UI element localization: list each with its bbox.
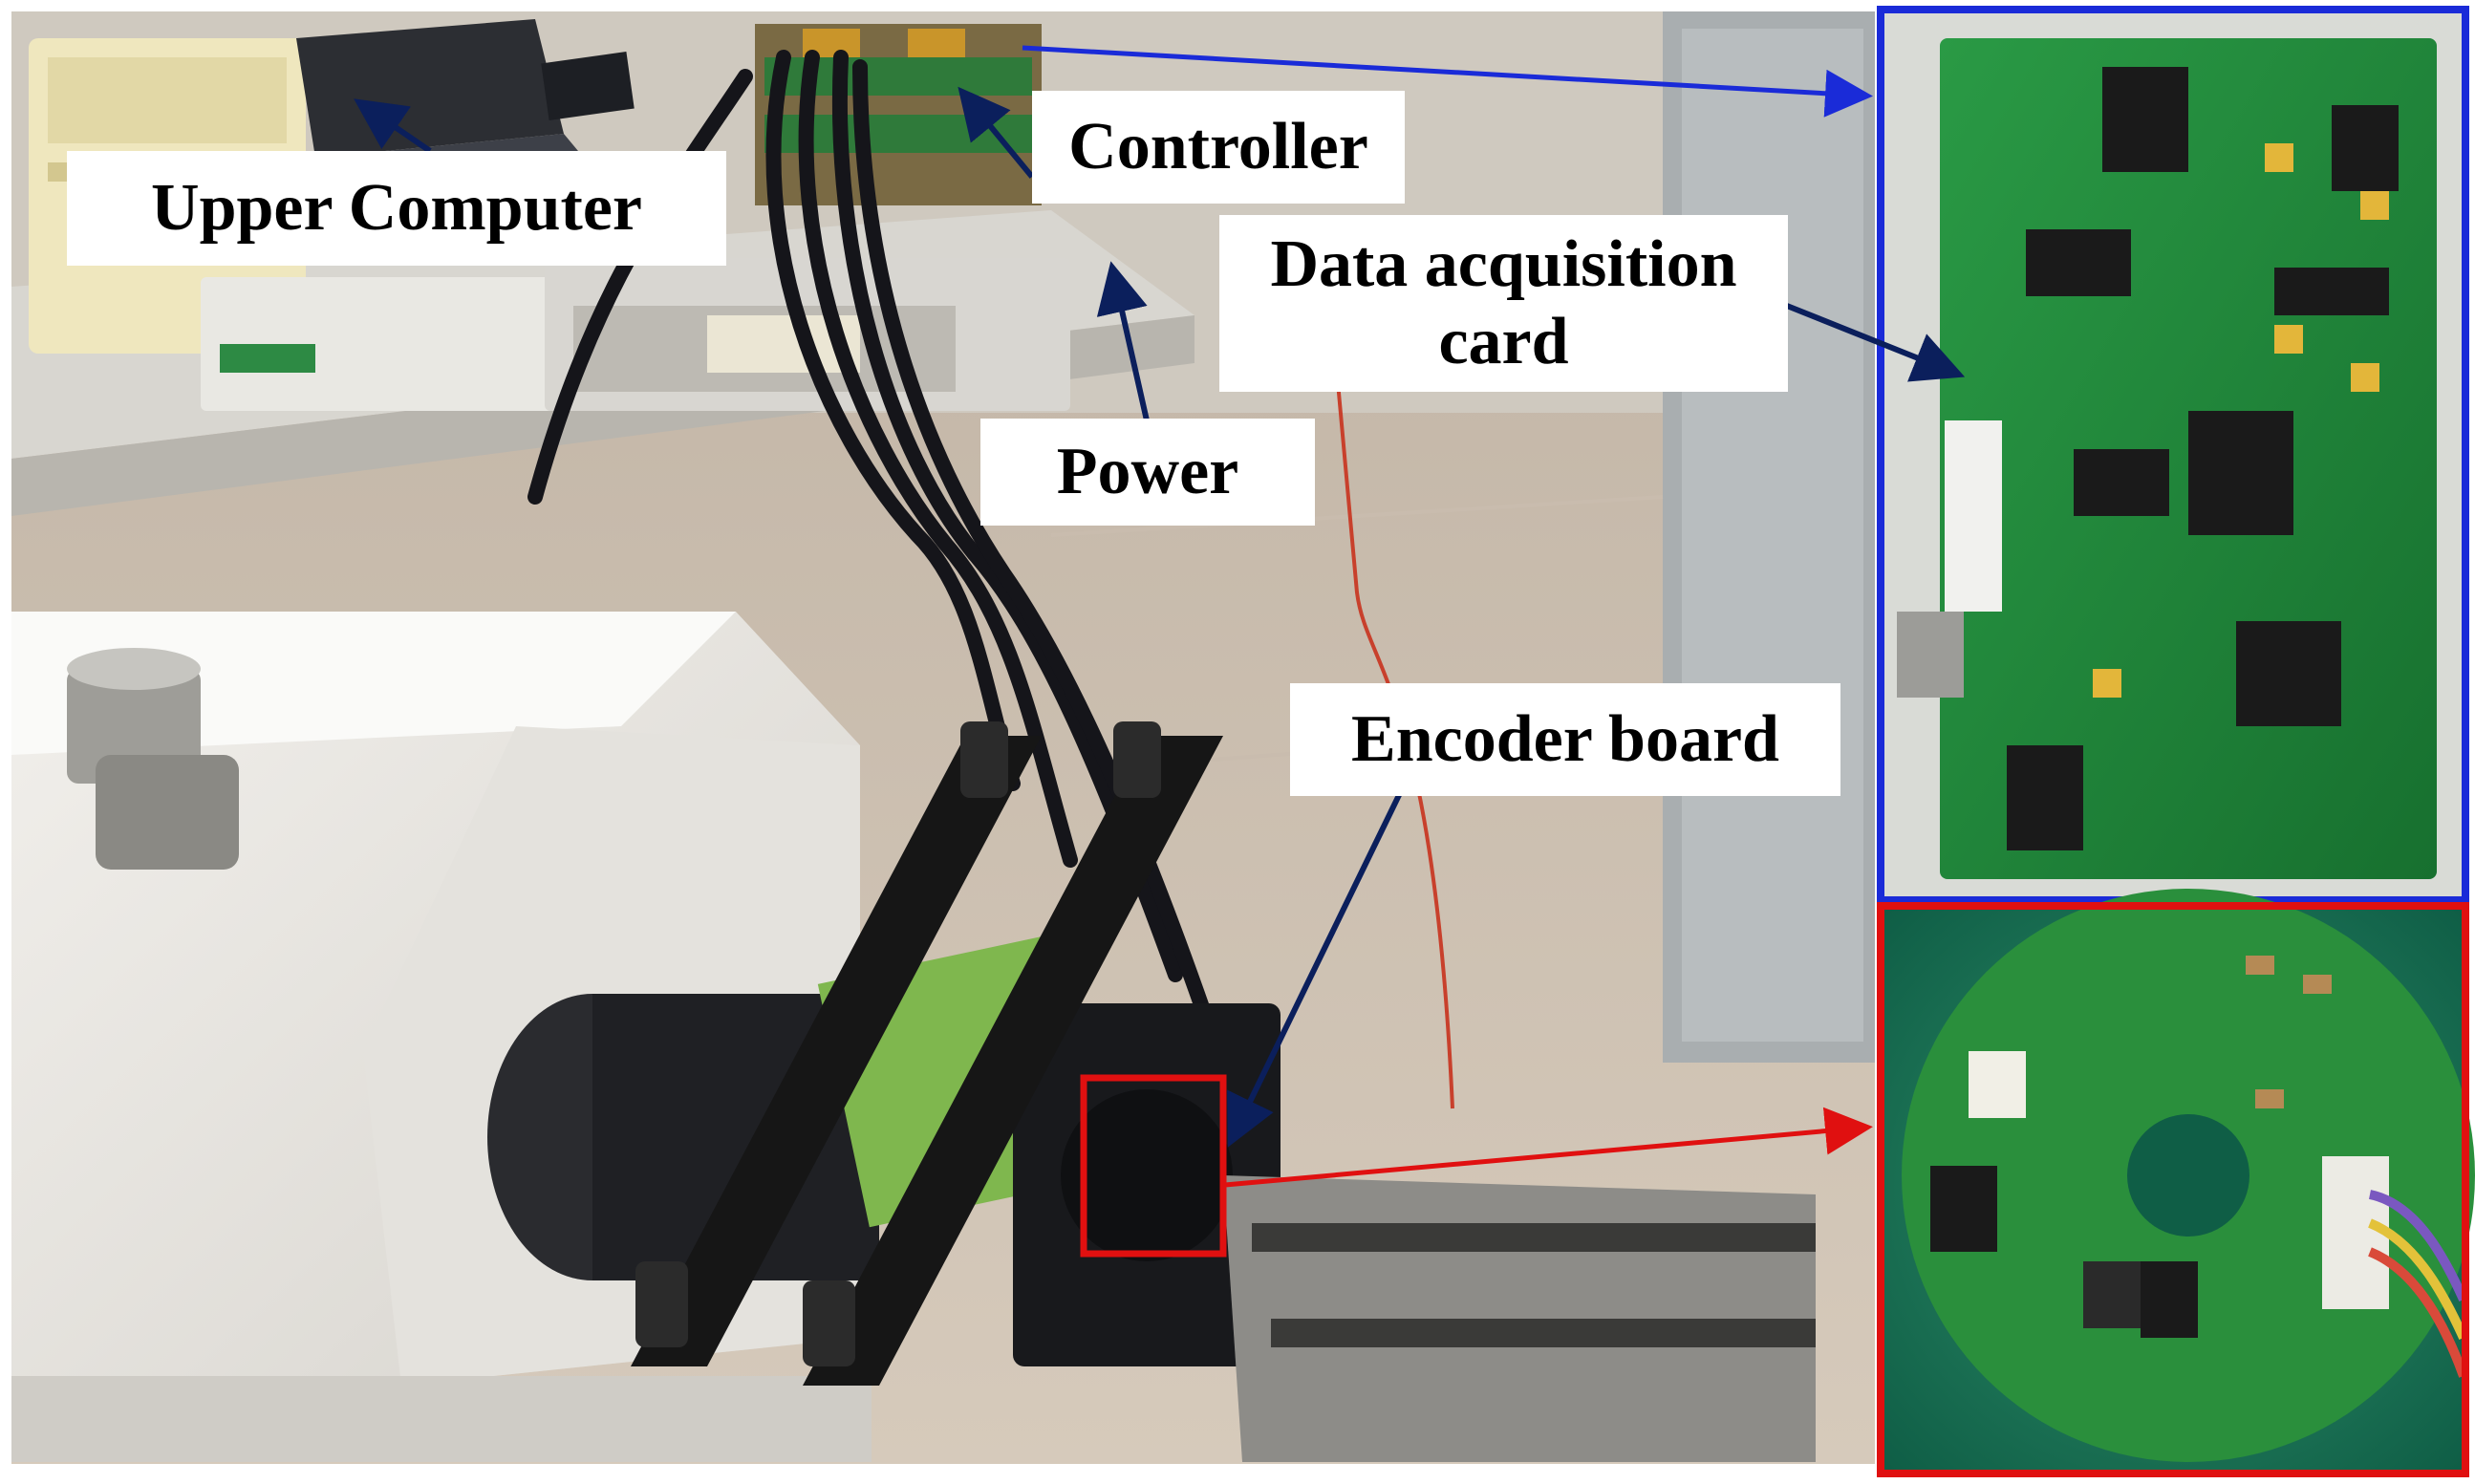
daq-pointer (1785, 303, 1966, 382)
encoder-inset-highlight-box (1877, 902, 2469, 1477)
daq-card-inset (1877, 6, 2469, 904)
controller-pointer (958, 86, 1035, 179)
daq-link-arrow (1022, 45, 1873, 118)
power-label: Power (980, 419, 1315, 526)
upper-computer-pointer (354, 98, 432, 154)
controller-label: Controller (1032, 91, 1405, 204)
encoder-link-arrow (1224, 1107, 1873, 1188)
power-pointer (1096, 261, 1150, 421)
power-supply (201, 258, 1070, 411)
upper-computer-label: Upper Computer (67, 151, 726, 266)
annotation-arrows (354, 45, 1966, 1188)
mounting-bracket (631, 721, 1223, 1386)
base-plate (1223, 1175, 1816, 1462)
encoder-pointer (1227, 791, 1403, 1148)
encoder-board-label: Encoder board (1290, 683, 1840, 796)
encoder-board-inset (1877, 889, 2475, 1477)
data-acquisition-card-label: Data acquisition card (1219, 215, 1788, 392)
encoder-highlight-box (1080, 1074, 1227, 1258)
controller (755, 24, 1042, 205)
